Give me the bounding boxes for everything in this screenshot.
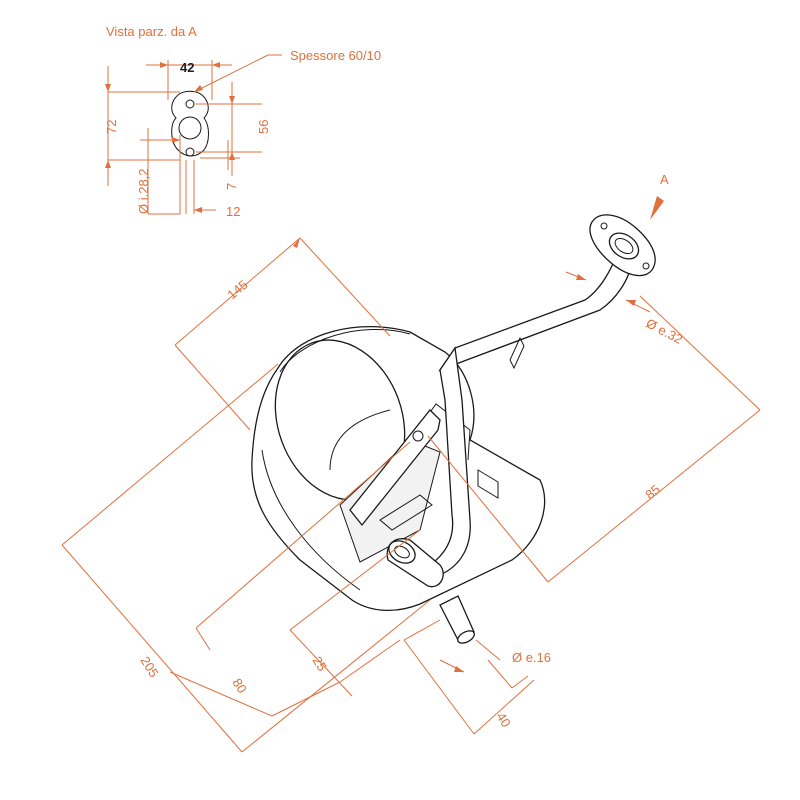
dim-inner-diameter: Ø i.28,2 bbox=[136, 168, 151, 214]
exhaust-assembly bbox=[251, 214, 656, 644]
dim-thickness: Spessore 60/10 bbox=[290, 48, 381, 63]
dim-145: 145 bbox=[224, 277, 250, 302]
exhaust-header-pipe bbox=[438, 244, 633, 372]
dim-flange-width: 12 bbox=[226, 204, 240, 219]
head-flange bbox=[589, 214, 656, 277]
dim-25: 25 bbox=[309, 654, 329, 674]
mounting-bracket bbox=[349, 409, 441, 527]
dim-width: 42 bbox=[180, 60, 194, 75]
dim-offset: 7 bbox=[224, 183, 239, 190]
dim-inlet-diameter: Ø e.32 bbox=[644, 315, 686, 347]
dim-height-total: 72 bbox=[104, 120, 119, 134]
dim-40: 40 bbox=[493, 710, 513, 730]
flange-front-view bbox=[171, 90, 209, 157]
view-arrow-icon bbox=[650, 196, 664, 220]
view-arrow-a: A bbox=[650, 172, 669, 220]
partial-view-title: Vista parz. da A bbox=[106, 24, 197, 39]
dim-80: 80 bbox=[229, 676, 249, 696]
dim-205: 205 bbox=[137, 654, 161, 680]
view-arrow-label: A bbox=[660, 172, 669, 187]
dim-outlet-diameter: Ø e.16 bbox=[512, 650, 551, 665]
partial-view: Vista parz. da A 42 Spessore 60/10 72 bbox=[104, 24, 381, 219]
dim-85: 85 bbox=[642, 482, 663, 503]
dim-hole-spacing: 56 bbox=[256, 120, 271, 134]
bracket-hole bbox=[412, 430, 424, 442]
